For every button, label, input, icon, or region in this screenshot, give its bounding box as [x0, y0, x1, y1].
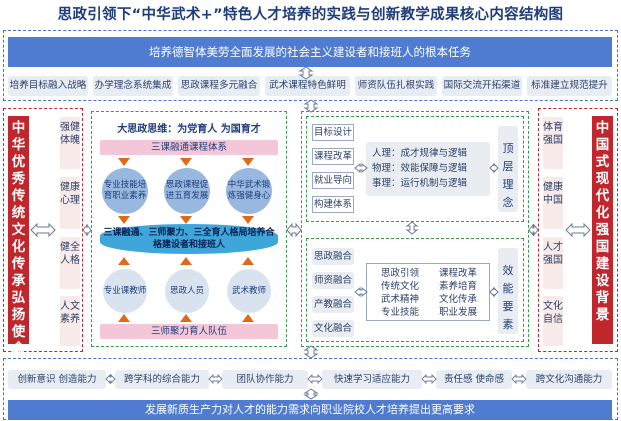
arrow-up-icon	[118, 314, 130, 322]
element-text: 思政引领	[380, 268, 419, 279]
element-text: 文化传承	[438, 294, 477, 305]
course-system-bar: 三课融通课程体系	[100, 140, 278, 155]
logic-box: 人理：成才规律与逻辑 物理：效能保障与逻辑 事理：运行机制与逻辑	[366, 142, 490, 196]
logic-line: 物理：效能保障与逻辑	[372, 163, 468, 174]
left-item: 健康心理	[60, 177, 80, 229]
ability-item: 跨学科的综合能力	[115, 370, 209, 389]
ability-item: 跨文化沟通能力	[526, 370, 612, 389]
teacher-circle: 思政人员	[165, 269, 209, 313]
integration-item: 思政融合	[312, 248, 354, 265]
double-arrow-icon	[421, 373, 437, 385]
double-arrow-icon	[30, 222, 56, 238]
feature-item: 国际交流开拓渠道	[442, 76, 522, 96]
element-column-right: 课程改革 素养培育 文化传承 职业发展	[431, 267, 485, 319]
double-arrow-icon	[511, 373, 527, 385]
double-arrow-icons	[30, 66, 591, 400]
feature-item: 标准建立规范提升	[527, 76, 612, 96]
left-mission-label: 中华优秀传统文化传承弘扬使命	[8, 116, 29, 357]
integration-item: 产教融合	[312, 296, 354, 313]
double-arrow-icon	[405, 221, 419, 235]
right-item: 文化自信	[543, 296, 563, 346]
efficiency-box	[306, 238, 524, 342]
teacher-circle: 专业课教师	[103, 269, 147, 313]
element-text: 职业发展	[438, 307, 477, 318]
arrow-down-icon	[242, 216, 254, 224]
right-item: 人才强国	[543, 237, 563, 289]
concept-item: 构建体系	[312, 196, 354, 213]
concept-item: 就业导向	[312, 172, 354, 189]
arrow-down-icon	[180, 158, 192, 166]
element-text: 武术精神	[380, 294, 419, 305]
right-center-panel	[301, 111, 529, 347]
ability-item: 团队协作能力	[222, 370, 308, 389]
right-item: 健康中国	[543, 177, 563, 229]
arrow-down-icon	[118, 158, 130, 166]
ability-item: 责任感 使命感	[436, 370, 512, 389]
right-background-label: 中国式现代化强国建设背景	[592, 116, 613, 344]
double-arrow-icon	[82, 223, 92, 237]
arrow-down-icon	[242, 158, 254, 166]
arrow-up-icon	[180, 314, 192, 322]
double-arrow-icon	[354, 162, 368, 174]
double-arrow-icon	[303, 99, 319, 113]
integration-item: 师资融合	[312, 272, 354, 289]
double-arrow-icon	[307, 373, 323, 385]
element-text: 传统文化	[380, 281, 419, 292]
requirement-bar: 发展新质生产力对人才的能力需求向职业院校人才培养提出更高要求	[8, 400, 612, 420]
arrow-down-icon	[180, 216, 192, 224]
left-item: 人文素养	[60, 296, 80, 346]
double-arrow-icon	[528, 223, 539, 237]
double-arrow-icon	[489, 162, 499, 174]
element-text: 专业技能	[380, 307, 419, 318]
double-arrow-icon	[303, 345, 319, 359]
efficiency-label: 效能要素	[498, 248, 518, 334]
integration-item: 文化融合	[312, 320, 354, 337]
feature-item: 办学理念系统集成	[93, 76, 173, 96]
left-item: 健全人格	[60, 237, 80, 289]
right-item: 体育强国	[543, 117, 563, 169]
teacher-circle: 武术教师	[227, 269, 271, 313]
arrow-up-icon	[118, 257, 130, 265]
center-panel	[91, 111, 287, 347]
feature-item: 思政课程多元融合	[178, 76, 260, 96]
arrow-up-icon	[242, 314, 254, 322]
course-circle: 专业技能培育职业素养	[102, 168, 148, 214]
double-arrow-icon	[489, 286, 499, 298]
element-column-left: 思政引领 传统文化 武术精神 专业技能	[373, 267, 427, 319]
double-arrow-icon	[354, 286, 368, 298]
arrow-down-icon	[118, 216, 130, 224]
double-arrow-icon	[286, 222, 302, 238]
top-concept-box	[306, 116, 524, 222]
arrow-up-icon	[242, 257, 254, 265]
double-arrow-icon	[105, 373, 116, 385]
element-text: 课程改革	[438, 268, 477, 279]
teacher-team-bar: 三师聚力育人队伍	[100, 324, 278, 339]
feature-item: 武术课程特色鲜明	[265, 76, 350, 96]
element-text: 素养培育	[438, 281, 477, 292]
arrow-up-icon	[180, 257, 192, 265]
concept-item: 课程改革	[312, 148, 354, 165]
feature-item: 培养目标融入战略	[8, 76, 88, 96]
center-heading: 大思政思维：为党育人 为国育才	[117, 124, 261, 135]
ability-item: 创新意识 创造能力	[8, 370, 106, 389]
course-circle: 思政课程促进五育发展	[164, 168, 210, 214]
mission-bar: 培养德智体美劳全面发展的社会主义建设者和接班人的根本任务	[8, 37, 612, 67]
diagram-title: 思政引领下“中华武术+”特色人才培养的实践与创新教学成果核心内容结构图	[57, 7, 564, 23]
core-cylinder: 三课融通、三师聚力、三全育人格局培养合格建设者和接班人	[100, 224, 278, 254]
logic-line: 事理：运行机制与逻辑	[372, 178, 468, 189]
concept-item: 目标设计	[312, 124, 354, 141]
double-arrow-icon	[303, 388, 319, 400]
left-item: 强健体魄	[60, 117, 80, 169]
double-arrow-icon	[208, 373, 223, 385]
element-box: 思政引领 传统文化 武术精神 专业技能 课程改革 素养培育 文化传承 职业发展	[366, 263, 490, 321]
logic-line: 人理：成才规律与逻辑	[372, 148, 468, 159]
double-arrow-icon	[565, 222, 591, 238]
course-circle: 中华武术锻炼强健身心	[226, 168, 272, 214]
ability-connectors	[105, 373, 527, 385]
top-concept-label: 顶层理念	[498, 126, 518, 212]
ability-item: 快速学习适应能力	[322, 370, 422, 389]
double-arrow-icon	[298, 66, 314, 80]
feature-item: 师资队伍扎根实践	[355, 76, 437, 96]
